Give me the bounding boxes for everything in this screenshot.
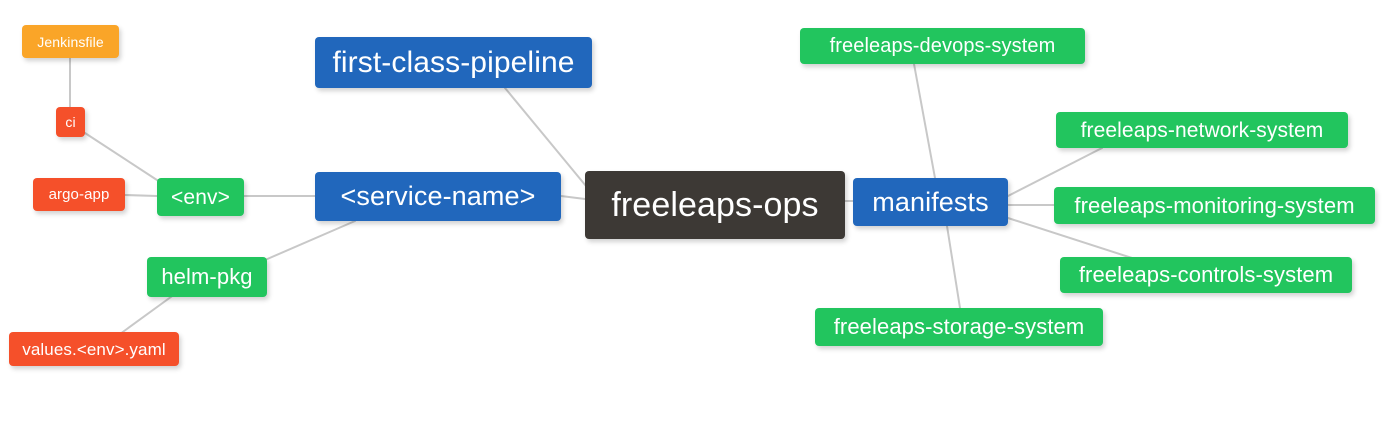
node-freeleaps-devops-system[interactable]: freeleaps-devops-system bbox=[800, 28, 1085, 64]
node-label-env: <env> bbox=[171, 185, 230, 209]
node-values-yaml[interactable]: values.<env>.yaml bbox=[9, 332, 179, 366]
node-argo-app[interactable]: argo-app bbox=[33, 178, 125, 211]
node-manifests[interactable]: manifests bbox=[853, 178, 1008, 226]
node-jenkinsfile[interactable]: Jenkinsfile bbox=[22, 25, 119, 58]
node-label-first-class-pipeline: first-class-pipeline bbox=[332, 45, 575, 79]
edge-service-name-to-freeleaps-ops bbox=[560, 195, 586, 200]
edge-helm-pkg-to-values-yaml bbox=[119, 293, 176, 335]
node-env[interactable]: <env> bbox=[157, 178, 244, 216]
node-label-values-yaml: values.<env>.yaml bbox=[22, 339, 166, 359]
node-ci[interactable]: ci bbox=[56, 107, 85, 137]
node-label-service-name: <service-name> bbox=[340, 181, 536, 211]
node-freeleaps-storage-system[interactable]: freeleaps-storage-system bbox=[815, 308, 1103, 346]
node-freeleaps-ops[interactable]: freeleaps-ops bbox=[585, 171, 845, 239]
node-label-helm-pkg: helm-pkg bbox=[161, 264, 253, 289]
node-freeleaps-network-system[interactable]: freeleaps-network-system bbox=[1056, 112, 1348, 148]
node-label-freeleaps-controls-system: freeleaps-controls-system bbox=[1078, 262, 1334, 287]
node-first-class-pipeline[interactable]: first-class-pipeline bbox=[315, 37, 592, 88]
node-label-jenkinsfile: Jenkinsfile bbox=[37, 33, 104, 50]
edge-ci-to-env bbox=[84, 132, 161, 183]
node-label-freeleaps-network-system: freeleaps-network-system bbox=[1080, 118, 1324, 142]
node-label-manifests: manifests bbox=[872, 186, 989, 217]
edge-manifests-to-freeleaps-devops-system bbox=[913, 63, 936, 179]
node-label-ci: ci bbox=[65, 114, 76, 130]
node-label-argo-app: argo-app bbox=[48, 186, 110, 203]
edge-manifests-to-freeleaps-storage-system bbox=[946, 225, 961, 309]
node-label-freeleaps-monitoring-system: freeleaps-monitoring-system bbox=[1074, 192, 1355, 218]
node-label-freeleaps-ops: freeleaps-ops bbox=[611, 186, 819, 224]
node-service-name[interactable]: <service-name> bbox=[315, 172, 561, 221]
node-freeleaps-monitoring-system[interactable]: freeleaps-monitoring-system bbox=[1054, 187, 1375, 224]
edge-service-name-to-helm-pkg bbox=[264, 220, 356, 261]
node-label-freeleaps-devops-system: freeleaps-devops-system bbox=[829, 35, 1056, 57]
edge-manifests-to-freeleaps-controls-system bbox=[1007, 217, 1133, 259]
edge-argo-app-to-env bbox=[124, 194, 158, 197]
node-helm-pkg[interactable]: helm-pkg bbox=[147, 257, 267, 297]
node-freeleaps-controls-system[interactable]: freeleaps-controls-system bbox=[1060, 257, 1352, 293]
node-label-freeleaps-storage-system: freeleaps-storage-system bbox=[833, 314, 1085, 339]
